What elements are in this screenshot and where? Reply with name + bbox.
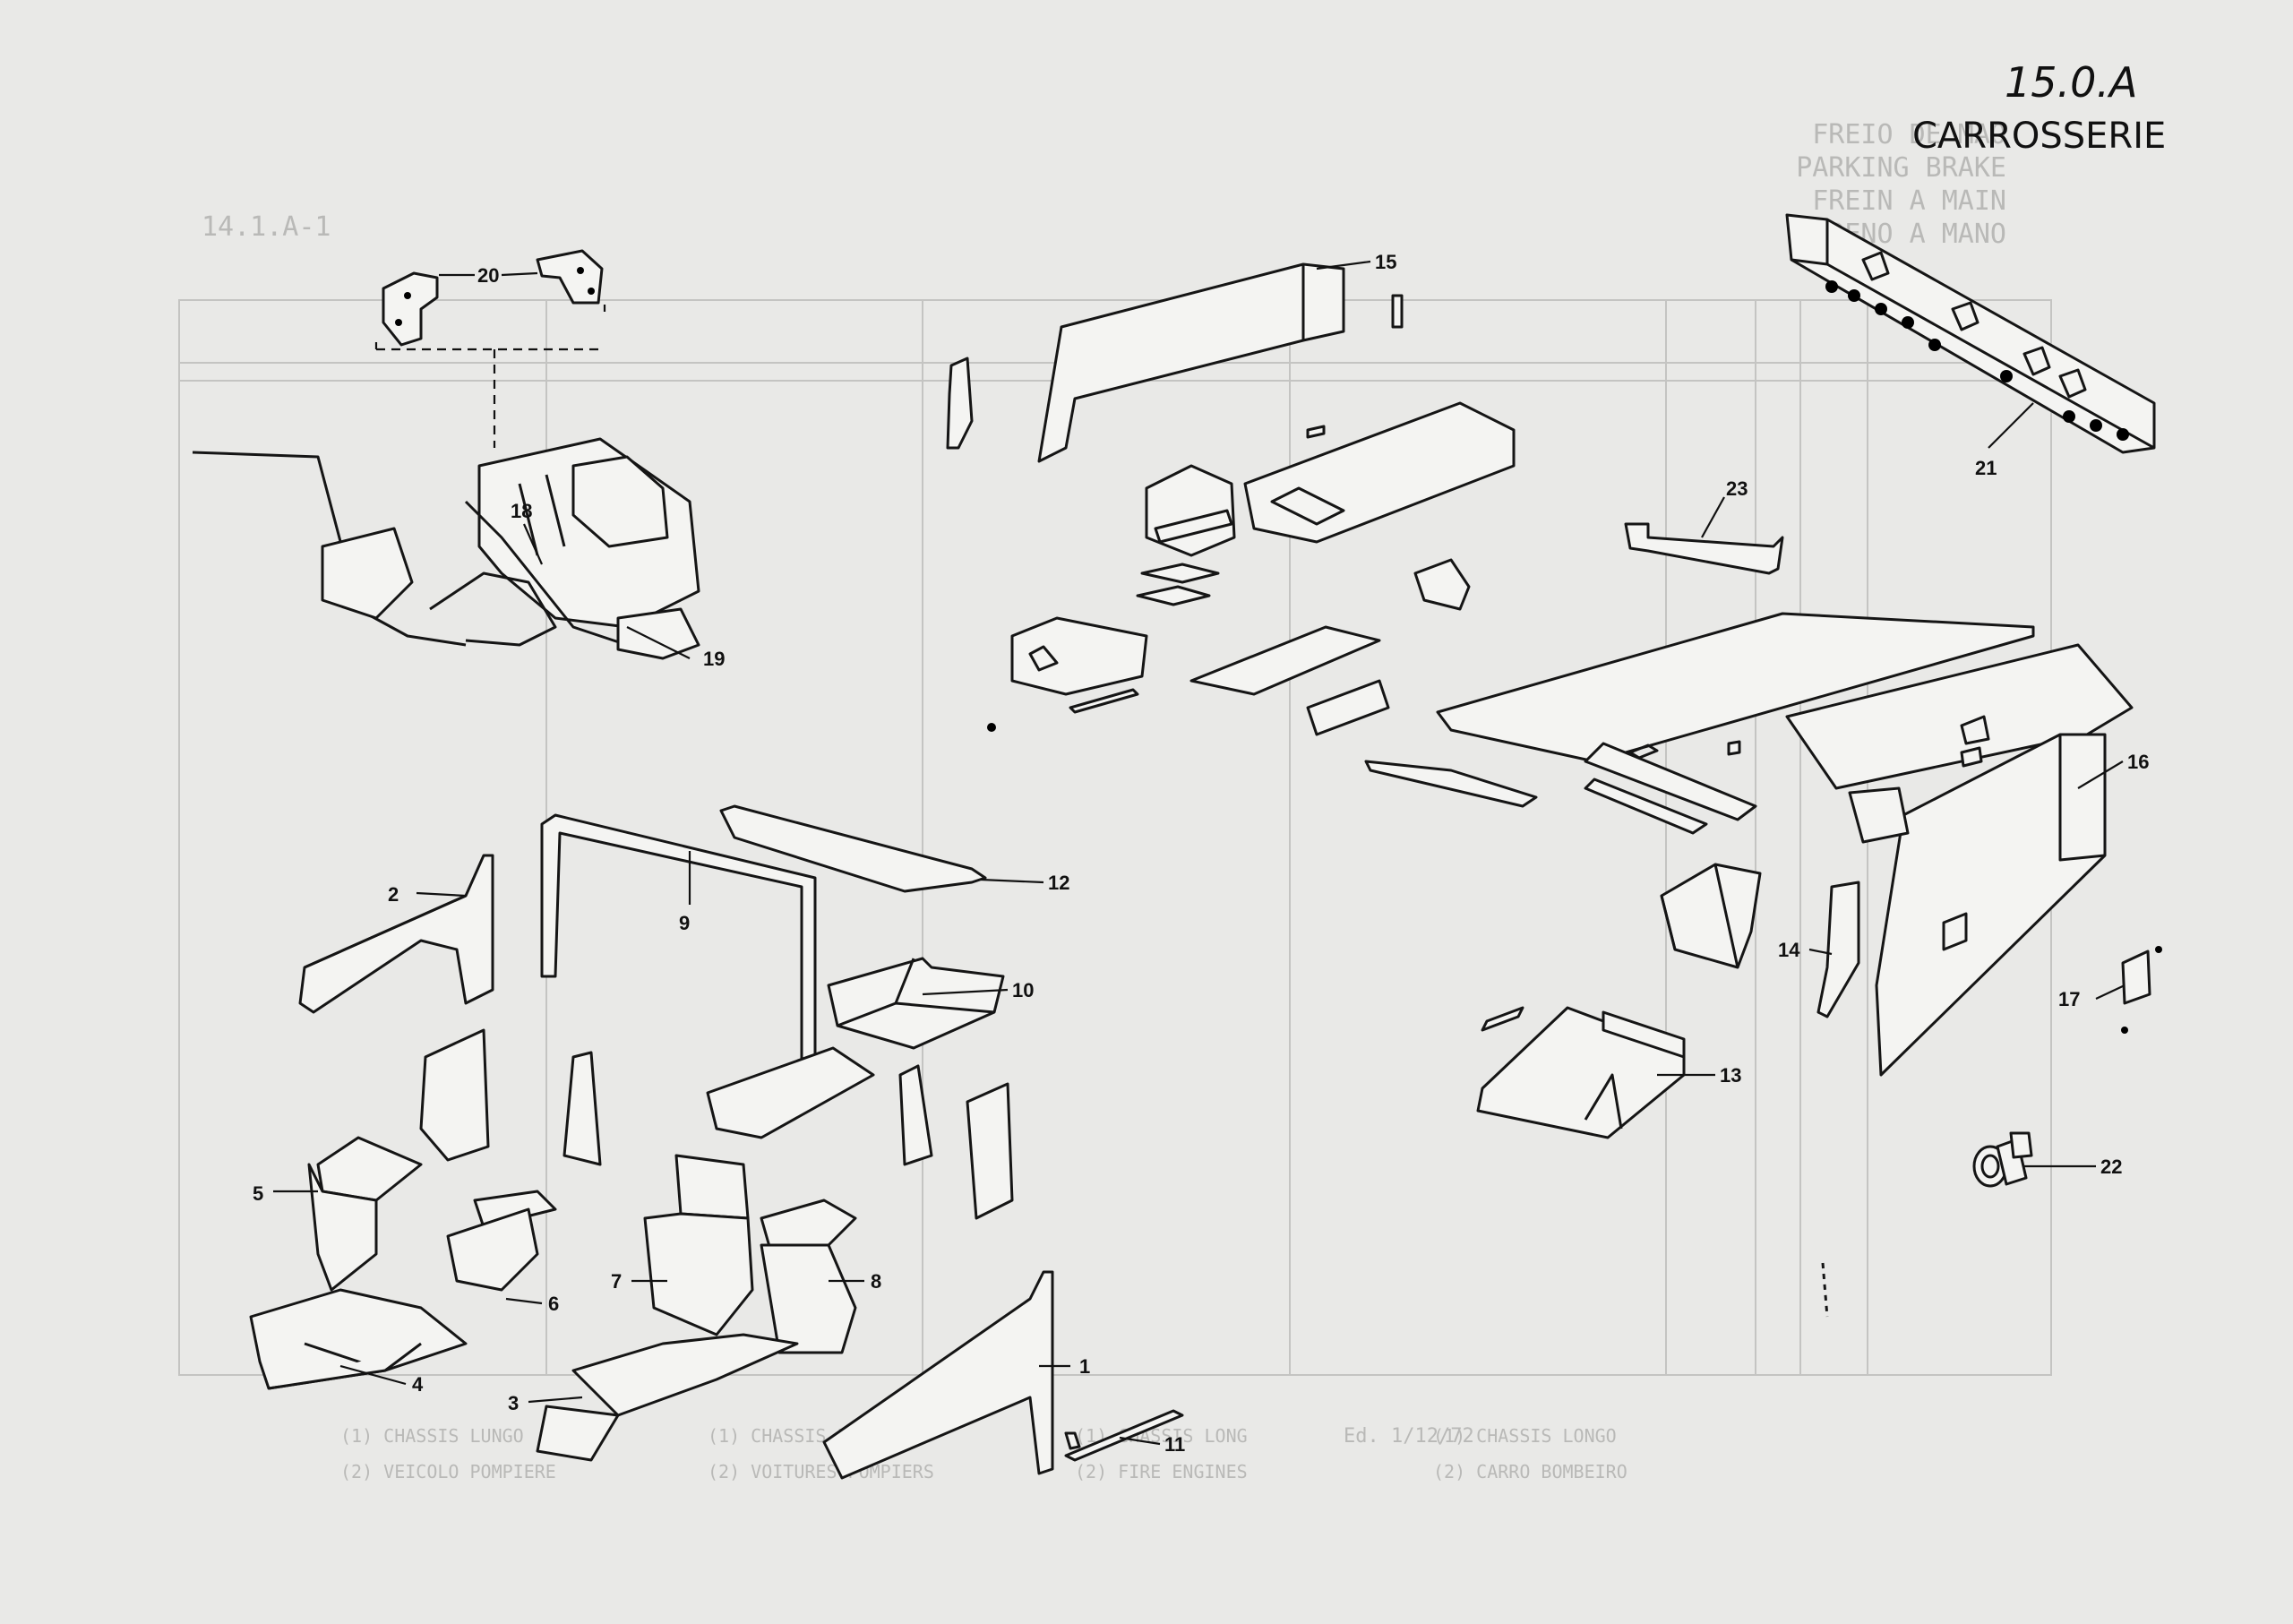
- part-12-bar: [719, 804, 987, 893]
- callout-21: 21: [1975, 457, 1997, 479]
- bleed-legend-6: (2) VOITURES POMPIERS: [708, 1461, 934, 1482]
- section-title: CARROSSERIE: [1912, 116, 2166, 157]
- bleed-legend-7: (1) CHASSIS LUNGO: [340, 1425, 524, 1447]
- part-15-rear-panel: [1037, 262, 1404, 463]
- bleed-ref: 14.1.A-1: [202, 211, 331, 243]
- part-9-frame: [540, 813, 817, 1081]
- part-22-lock: [1972, 1131, 2033, 1188]
- bleed-legend-4: (2) FIRE ENGINES: [1075, 1461, 1248, 1482]
- callout-22: 22: [2100, 1156, 2122, 1178]
- part-17-plate: [2121, 946, 2162, 1034]
- callout-16: 16: [2127, 751, 2149, 773]
- part-13-floor-section: [1476, 1006, 1686, 1139]
- callout-3: 3: [508, 1392, 519, 1414]
- callout-19: 19: [703, 648, 725, 670]
- callout-9: 9: [679, 912, 690, 934]
- callout-6: 6: [548, 1293, 559, 1315]
- floor-pan-right: [1364, 612, 2035, 835]
- bleed-legend-2: (2) CARRO BOMBEIRO: [1433, 1461, 1627, 1482]
- small-detail-mark: [1821, 1262, 1829, 1318]
- callout-5: 5: [253, 1182, 263, 1205]
- callout-17: 17: [2058, 988, 2080, 1010]
- part-1-rail: [822, 1270, 1054, 1480]
- bleed-legend-1: (1) CHASSIS LONGO: [1433, 1425, 1617, 1447]
- callout-20: 20: [477, 264, 499, 287]
- part-10-tray: [827, 957, 1005, 1050]
- part-14-strut: [1816, 881, 1860, 1018]
- callout-18: 18: [511, 500, 532, 522]
- callout-14: 14: [1778, 939, 1800, 961]
- callout-15: 15: [1375, 251, 1396, 273]
- callout-12: 12: [1048, 872, 1069, 894]
- callout-4: 4: [412, 1373, 424, 1396]
- callout-1: 1: [1079, 1355, 1090, 1378]
- page-header: 15.0.A CARROSSERIE: [1912, 58, 2166, 157]
- central-tunnel-parts: [987, 401, 1516, 736]
- callout-labels: 1 2 3 4 5 6 7 8 9 10 11 12 13 14 15 16 1: [253, 251, 2149, 1456]
- left-seat-panels: [249, 1028, 602, 1390]
- part-21-cross-beam: [1785, 213, 2156, 454]
- part-18-19-front-assembly: [192, 437, 700, 660]
- small-bracket-left: [946, 357, 974, 450]
- background-bleed-through-table: FREIO DE MAO PARKING BRAKE FREIN A MAIN …: [178, 119, 2052, 1482]
- bleed-footer-edition: Ed. 1/12/72: [1344, 1425, 1474, 1448]
- center-seat-panels: [536, 1046, 1014, 1462]
- bleed-title-1: FREIO DE MAO: [1812, 119, 2006, 150]
- small-box-right: [1660, 863, 1762, 969]
- callout-7: 7: [611, 1270, 622, 1293]
- callout-13: 13: [1720, 1064, 1741, 1087]
- part-2-side-rail: [298, 854, 494, 1014]
- callout-23: 23: [1726, 477, 1748, 500]
- part-16-side-panel: [1785, 643, 2134, 1077]
- bleed-legend-8: (2) VEICOLO POMPIERE: [340, 1461, 556, 1482]
- bleed-title-2: PARKING BRAKE: [1796, 152, 2006, 184]
- callout-8: 8: [871, 1270, 881, 1293]
- part-11-strip: [1064, 1409, 1184, 1462]
- bleed-title-3: FREIN A MAIN: [1812, 185, 2006, 217]
- callout-10: 10: [1012, 979, 1034, 1001]
- callout-2: 2: [388, 883, 399, 906]
- part-20-brackets: [374, 249, 606, 448]
- page-code: 15.0.A: [2005, 58, 2138, 107]
- part-23-bracket: [1413, 522, 1784, 611]
- callout-11: 11: [1164, 1433, 1185, 1456]
